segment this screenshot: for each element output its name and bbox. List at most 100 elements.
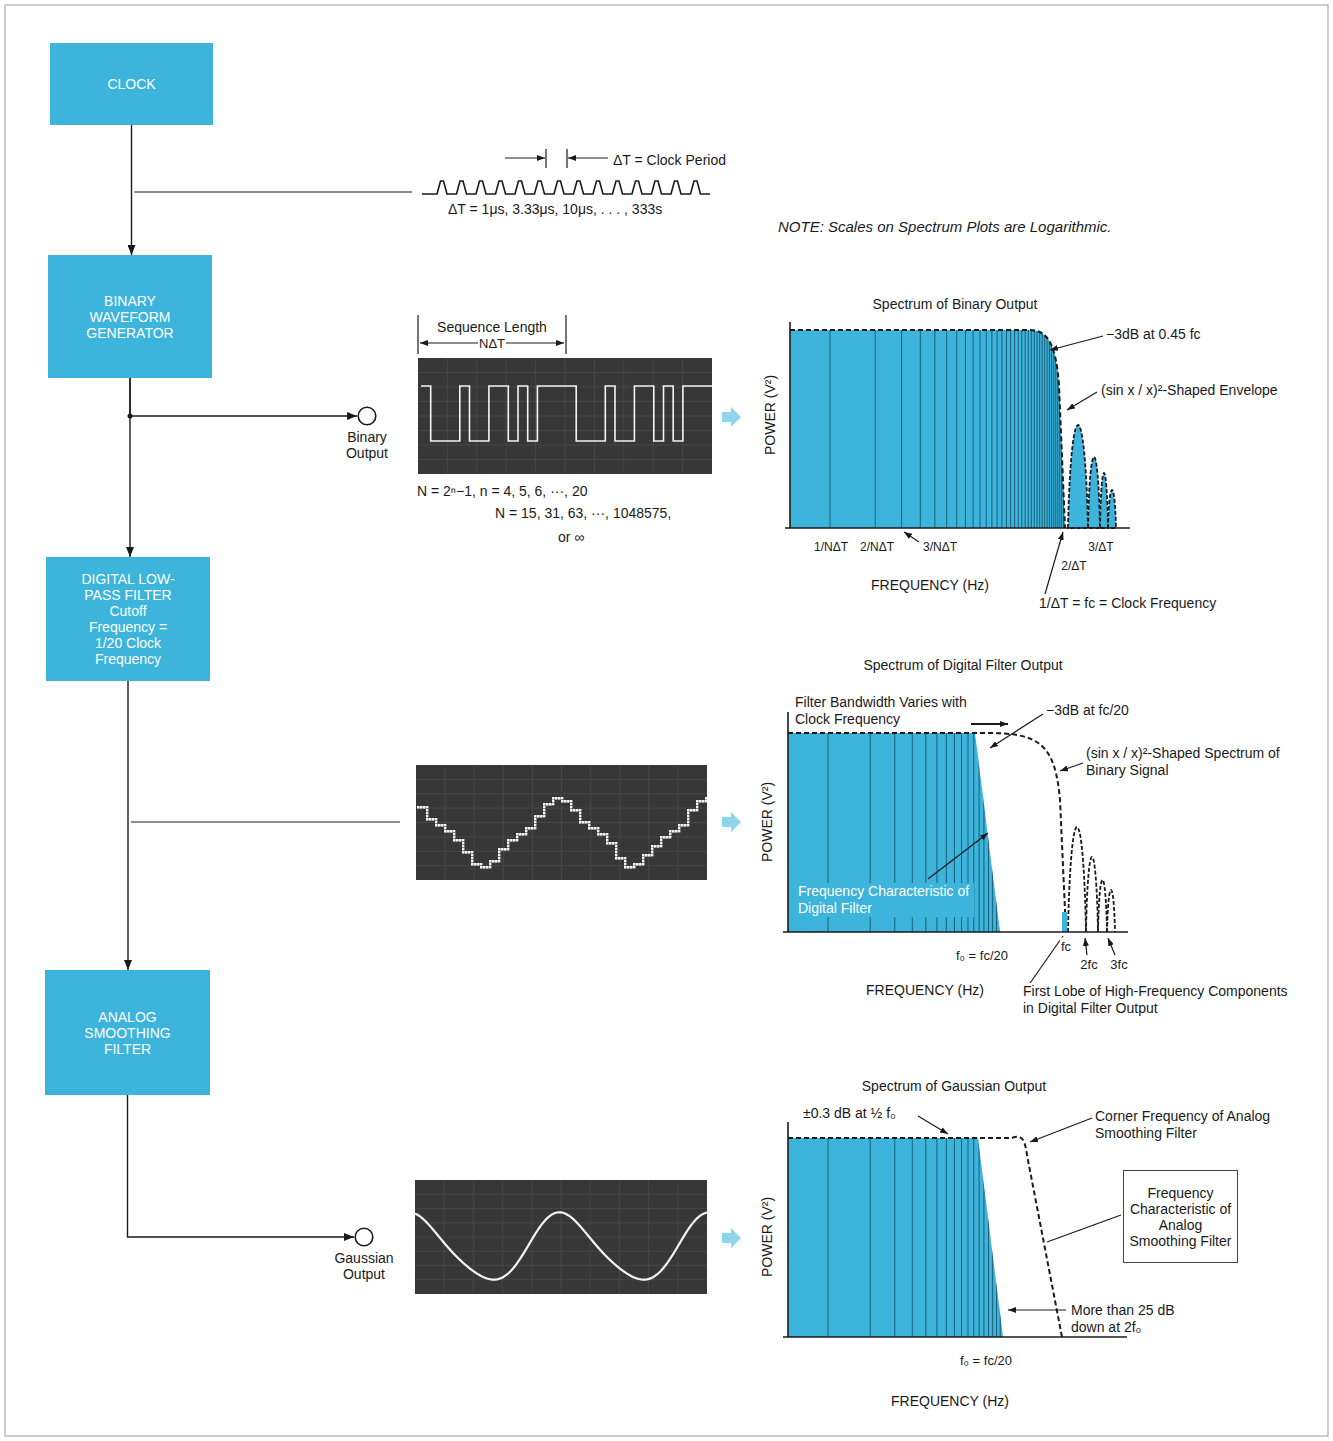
spectral-line [1055, 320, 1056, 528]
spectral-line [946, 320, 947, 528]
spectral-line [991, 320, 992, 528]
annotation-label: 2/NΔT [859, 539, 895, 556]
annotation-label: FREQUENCY (Hz) [890, 1393, 1010, 1410]
trace-dot [684, 824, 687, 827]
dimension-tick [566, 149, 567, 168]
spectral-line [986, 320, 987, 528]
callout-box: Frequency Characteristic of Analog Smoot… [1123, 1170, 1238, 1263]
trace-dot [618, 857, 621, 860]
trace-dot [540, 815, 543, 818]
annotation-label: Filter Bandwidth Varies with Clock Frequ… [794, 694, 971, 728]
spectral-line [1037, 320, 1038, 528]
trace-dot [657, 845, 660, 848]
trace-dot [624, 866, 627, 869]
leader-line [928, 833, 988, 879]
trace-dot [426, 812, 428, 814]
annotation-label: Spectrum of Digital Filter Output [862, 657, 1063, 674]
trace-dot [426, 806, 428, 808]
annotation-label: N = 2ⁿ−1, n = 4, 5, 6, ···, 20 [416, 483, 588, 500]
trace-dot [459, 839, 462, 842]
trace-dot [651, 848, 653, 850]
scope-trace [421, 386, 712, 441]
trace-dot [687, 818, 689, 820]
trace-dot [435, 818, 437, 820]
spectral-line [988, 725, 989, 932]
trace-dot [570, 800, 572, 802]
trace-dot [426, 818, 429, 821]
spectral-line [996, 1130, 997, 1337]
trace-dot [561, 800, 564, 803]
annotation-label: −3dB at 0.45 fc [1105, 326, 1202, 343]
trace-dot [498, 848, 501, 851]
trace-dot [456, 839, 459, 842]
trace-dot [432, 818, 435, 821]
scope-trace [417, 797, 707, 869]
trace-dot [507, 839, 510, 842]
trace-dot [477, 863, 480, 866]
trace-dot [552, 800, 554, 802]
sidelobe [1108, 490, 1116, 528]
trace-dot [606, 839, 608, 841]
graticule-line [418, 401, 712, 402]
trace-dot [690, 809, 693, 812]
spectral-line [1039, 320, 1040, 528]
trace-dot [504, 848, 507, 851]
trace-dot [669, 833, 671, 835]
trace-dot [570, 809, 573, 812]
trace-dot [471, 851, 473, 853]
graticule-line [418, 459, 712, 460]
annotation-label: 3fc [1109, 956, 1128, 973]
trace-dot [462, 848, 464, 850]
trace-dot [615, 845, 617, 847]
dimension-arrow [505, 157, 545, 158]
spectral-line [1021, 320, 1022, 528]
trace-dot [507, 842, 509, 844]
trace-dot [654, 845, 657, 848]
spectrum-fill [788, 1138, 1003, 1337]
trace-dot [516, 836, 518, 838]
trace-dot [567, 800, 570, 803]
annotation-label: fc [1060, 938, 1072, 955]
trace-dot [597, 833, 600, 836]
terminal-circle [357, 406, 377, 426]
output-terminal: Binary Output [327, 406, 407, 461]
trace-dot [534, 818, 536, 820]
dimension-tick [417, 315, 418, 354]
trace-dot [705, 797, 707, 800]
trace-dot [660, 839, 662, 841]
trace-dot [525, 827, 528, 830]
trace-dot [615, 851, 617, 853]
trace-dot [525, 833, 527, 835]
sidelobe [1068, 425, 1088, 528]
annotation-label: Spectrum of Gaussian Output [861, 1078, 1047, 1095]
trace-dot [678, 824, 681, 827]
trace-dot [552, 803, 554, 805]
trace-dot [570, 803, 572, 805]
trace-dot [615, 854, 617, 856]
terminal-circle [354, 1227, 374, 1247]
trace-dot [687, 824, 689, 826]
trace-dot [645, 854, 648, 857]
trace-dot [543, 806, 545, 808]
trace-dot [582, 821, 585, 824]
trace-dot [486, 866, 489, 869]
signal-connector [130, 378, 357, 416]
trace-dot [699, 800, 702, 803]
trace-dot [480, 866, 483, 869]
trace-dot [429, 818, 432, 821]
annotation-label: (sin x / x)²-Shaped Spectrum of Binary S… [1085, 745, 1297, 779]
spectral-line [1006, 320, 1007, 528]
trace-dot [444, 827, 446, 829]
graticule-line [415, 1194, 707, 1195]
trace-dot [648, 854, 651, 857]
trace-dot [624, 857, 626, 859]
spectral-line [1001, 320, 1002, 528]
annotation-label: 3/NΔT [922, 539, 958, 556]
process-box: BINARY WAVEFORM GENERATOR [48, 255, 212, 378]
annotation-label: −3dB at fc/20 [1045, 702, 1130, 719]
trace-dot [663, 836, 666, 839]
spectral-line [870, 1130, 871, 1337]
trace-dot [624, 863, 626, 865]
trace-dot [483, 866, 486, 869]
